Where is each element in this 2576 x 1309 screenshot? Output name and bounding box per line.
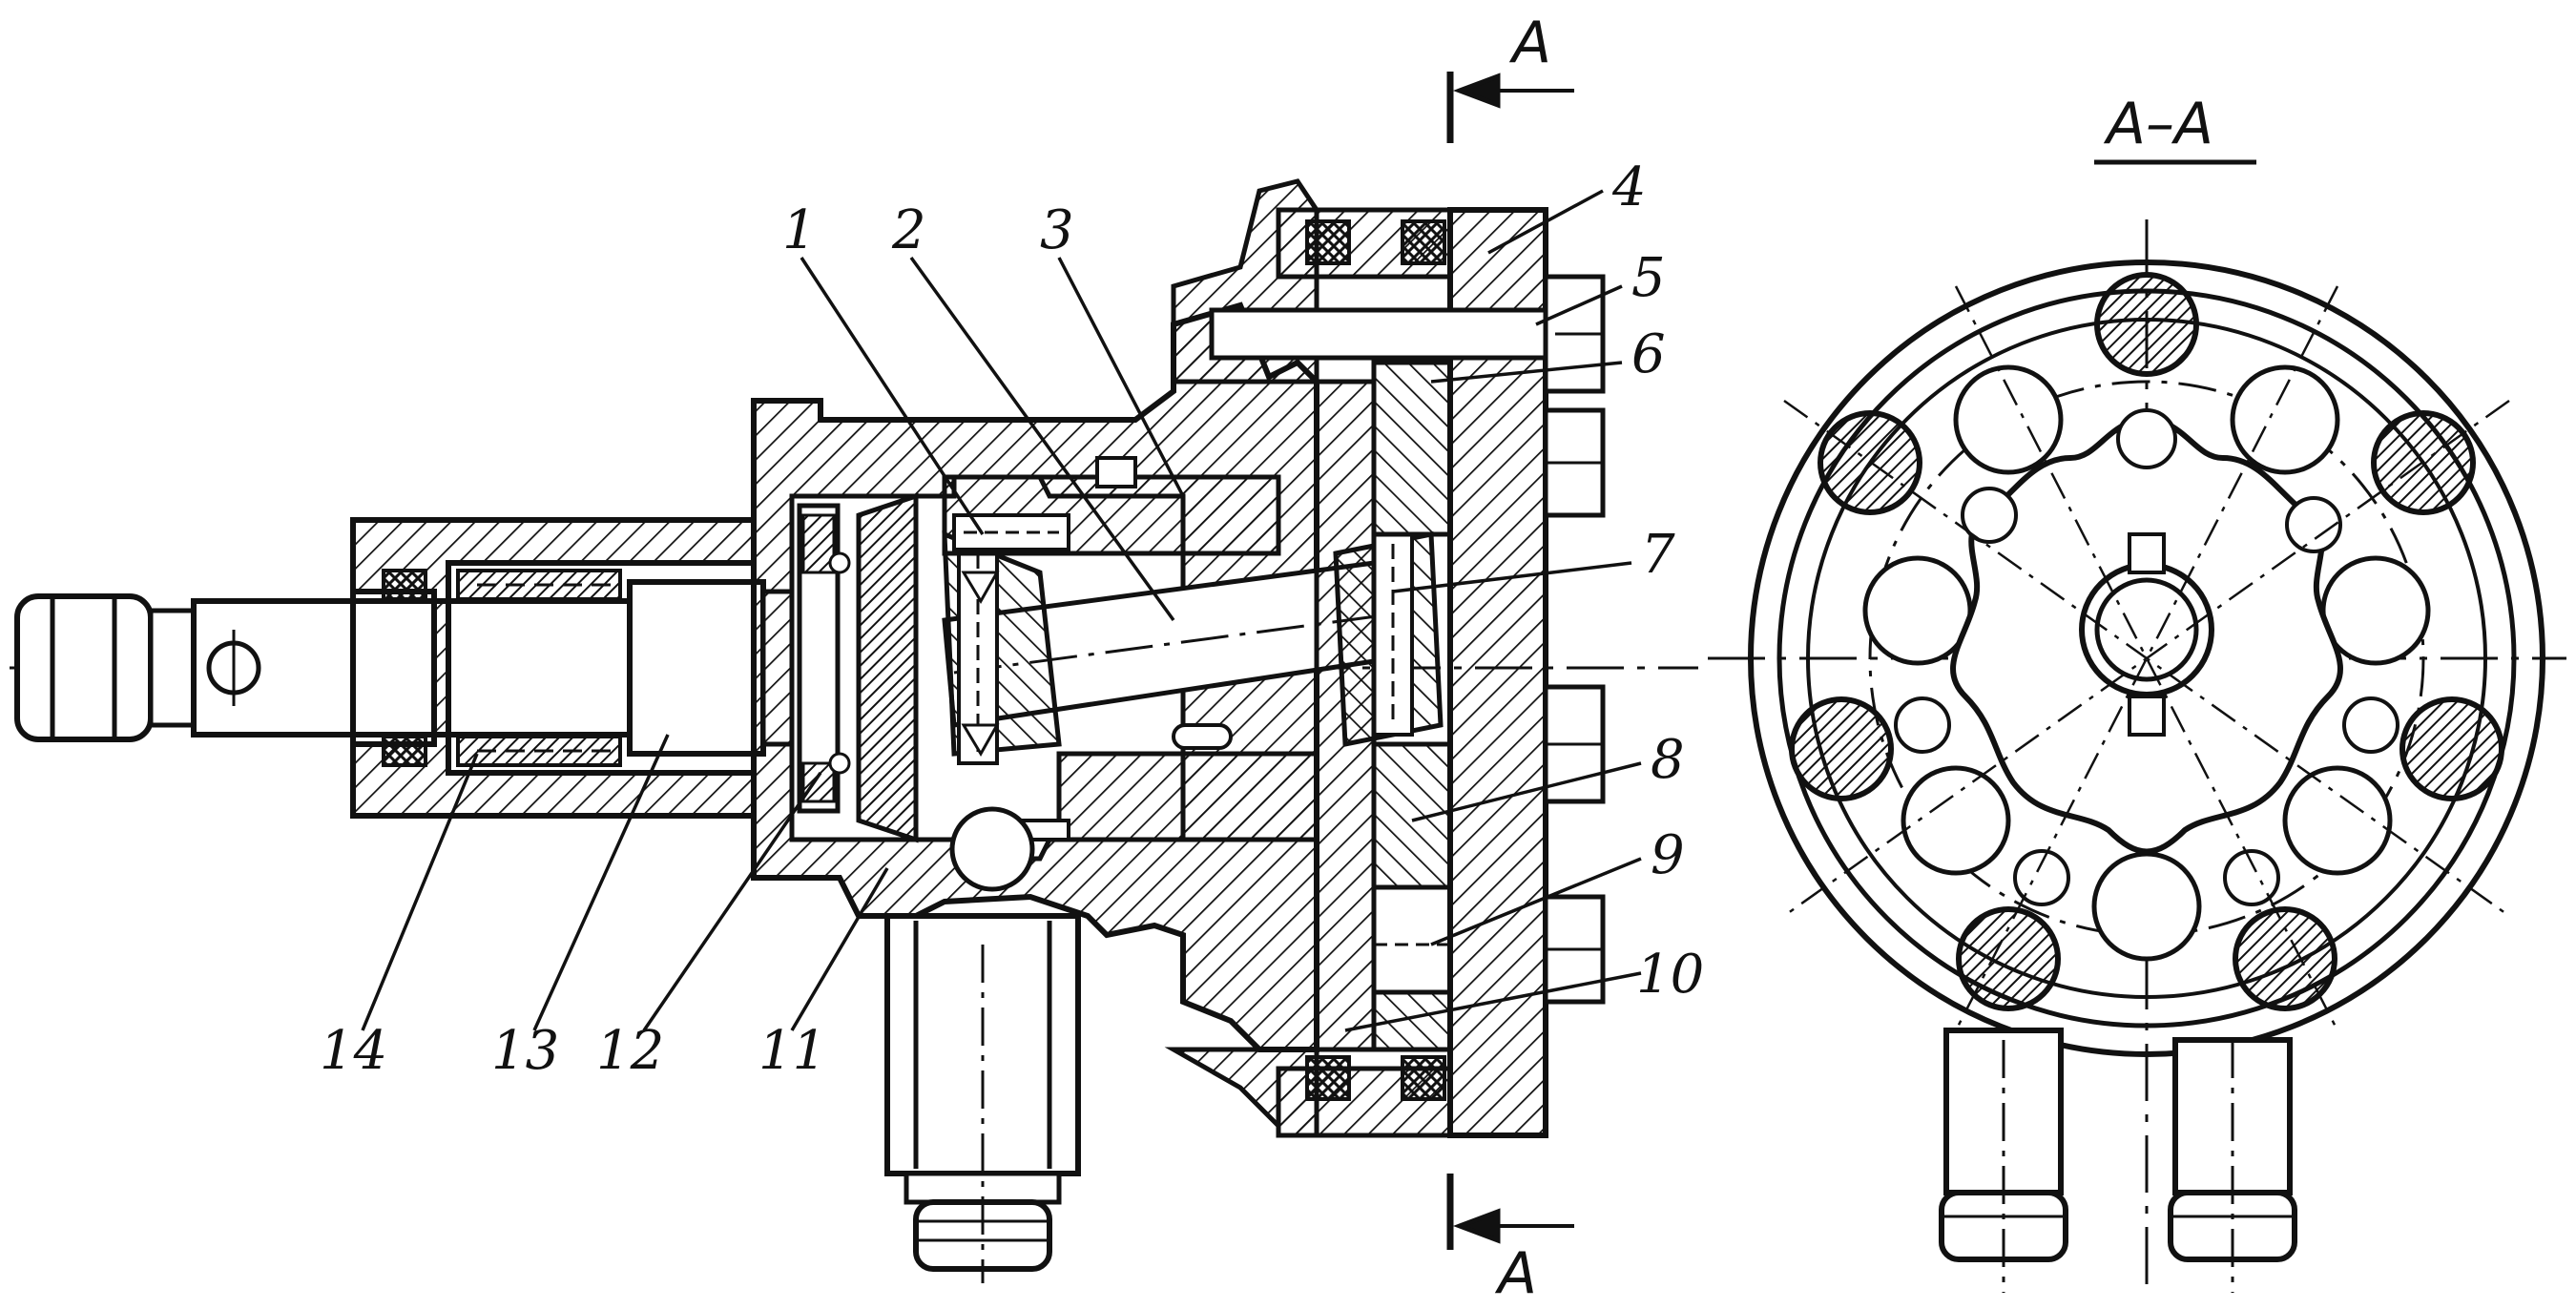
cross-section-a-a bbox=[1708, 159, 2566, 1298]
section-title: A–A bbox=[2103, 91, 2213, 157]
bolt-heads bbox=[1543, 407, 1606, 1005]
port-fitting-left bbox=[884, 913, 1081, 1283]
callout-4: 4 bbox=[1611, 156, 1647, 218]
labels: A–A A A 1 2 3 4 5 6 7 8 9 10 11 12 13 14 bbox=[320, 10, 2213, 1307]
callout-8: 8 bbox=[1651, 729, 1685, 791]
callout-2: 2 bbox=[891, 199, 926, 261]
central-hub bbox=[2079, 532, 2214, 737]
cut-marker-bottom: A bbox=[1494, 1240, 1537, 1307]
callout-7: 7 bbox=[1641, 524, 1675, 586]
callout-10: 10 bbox=[1636, 944, 1704, 1006]
small-balls bbox=[1894, 408, 2399, 906]
callout-12: 12 bbox=[596, 1020, 664, 1082]
leader-lines bbox=[361, 189, 1642, 1032]
callout-5: 5 bbox=[1631, 247, 1666, 309]
rotor-block bbox=[1314, 360, 1453, 1052]
sleeve-upper bbox=[942, 456, 1281, 556]
shaft-flange bbox=[856, 492, 919, 843]
callout-3: 3 bbox=[1040, 199, 1074, 261]
cut-marker-top: A bbox=[1508, 10, 1551, 76]
callout-6: 6 bbox=[1631, 323, 1666, 385]
radial-lines bbox=[1783, 285, 2510, 1031]
left-yoke bbox=[942, 530, 1062, 765]
open-rollers bbox=[1862, 364, 2431, 962]
callout-11: 11 bbox=[758, 1020, 826, 1082]
callout-1: 1 bbox=[782, 199, 817, 261]
o-rings bbox=[1305, 219, 1446, 1101]
check-ball bbox=[949, 806, 1035, 892]
callout-9: 9 bbox=[1651, 824, 1685, 886]
callout-14: 14 bbox=[320, 1020, 387, 1082]
bolt-5 bbox=[1209, 274, 1606, 394]
seal-front bbox=[382, 569, 622, 767]
callout-13: 13 bbox=[491, 1020, 559, 1082]
longitudinal-section bbox=[10, 72, 1698, 1283]
bearing bbox=[797, 503, 851, 814]
port-fittings-right bbox=[1939, 1028, 2297, 1293]
section-cut-line bbox=[1446, 72, 1574, 1250]
shaft-end-nut bbox=[14, 593, 197, 742]
